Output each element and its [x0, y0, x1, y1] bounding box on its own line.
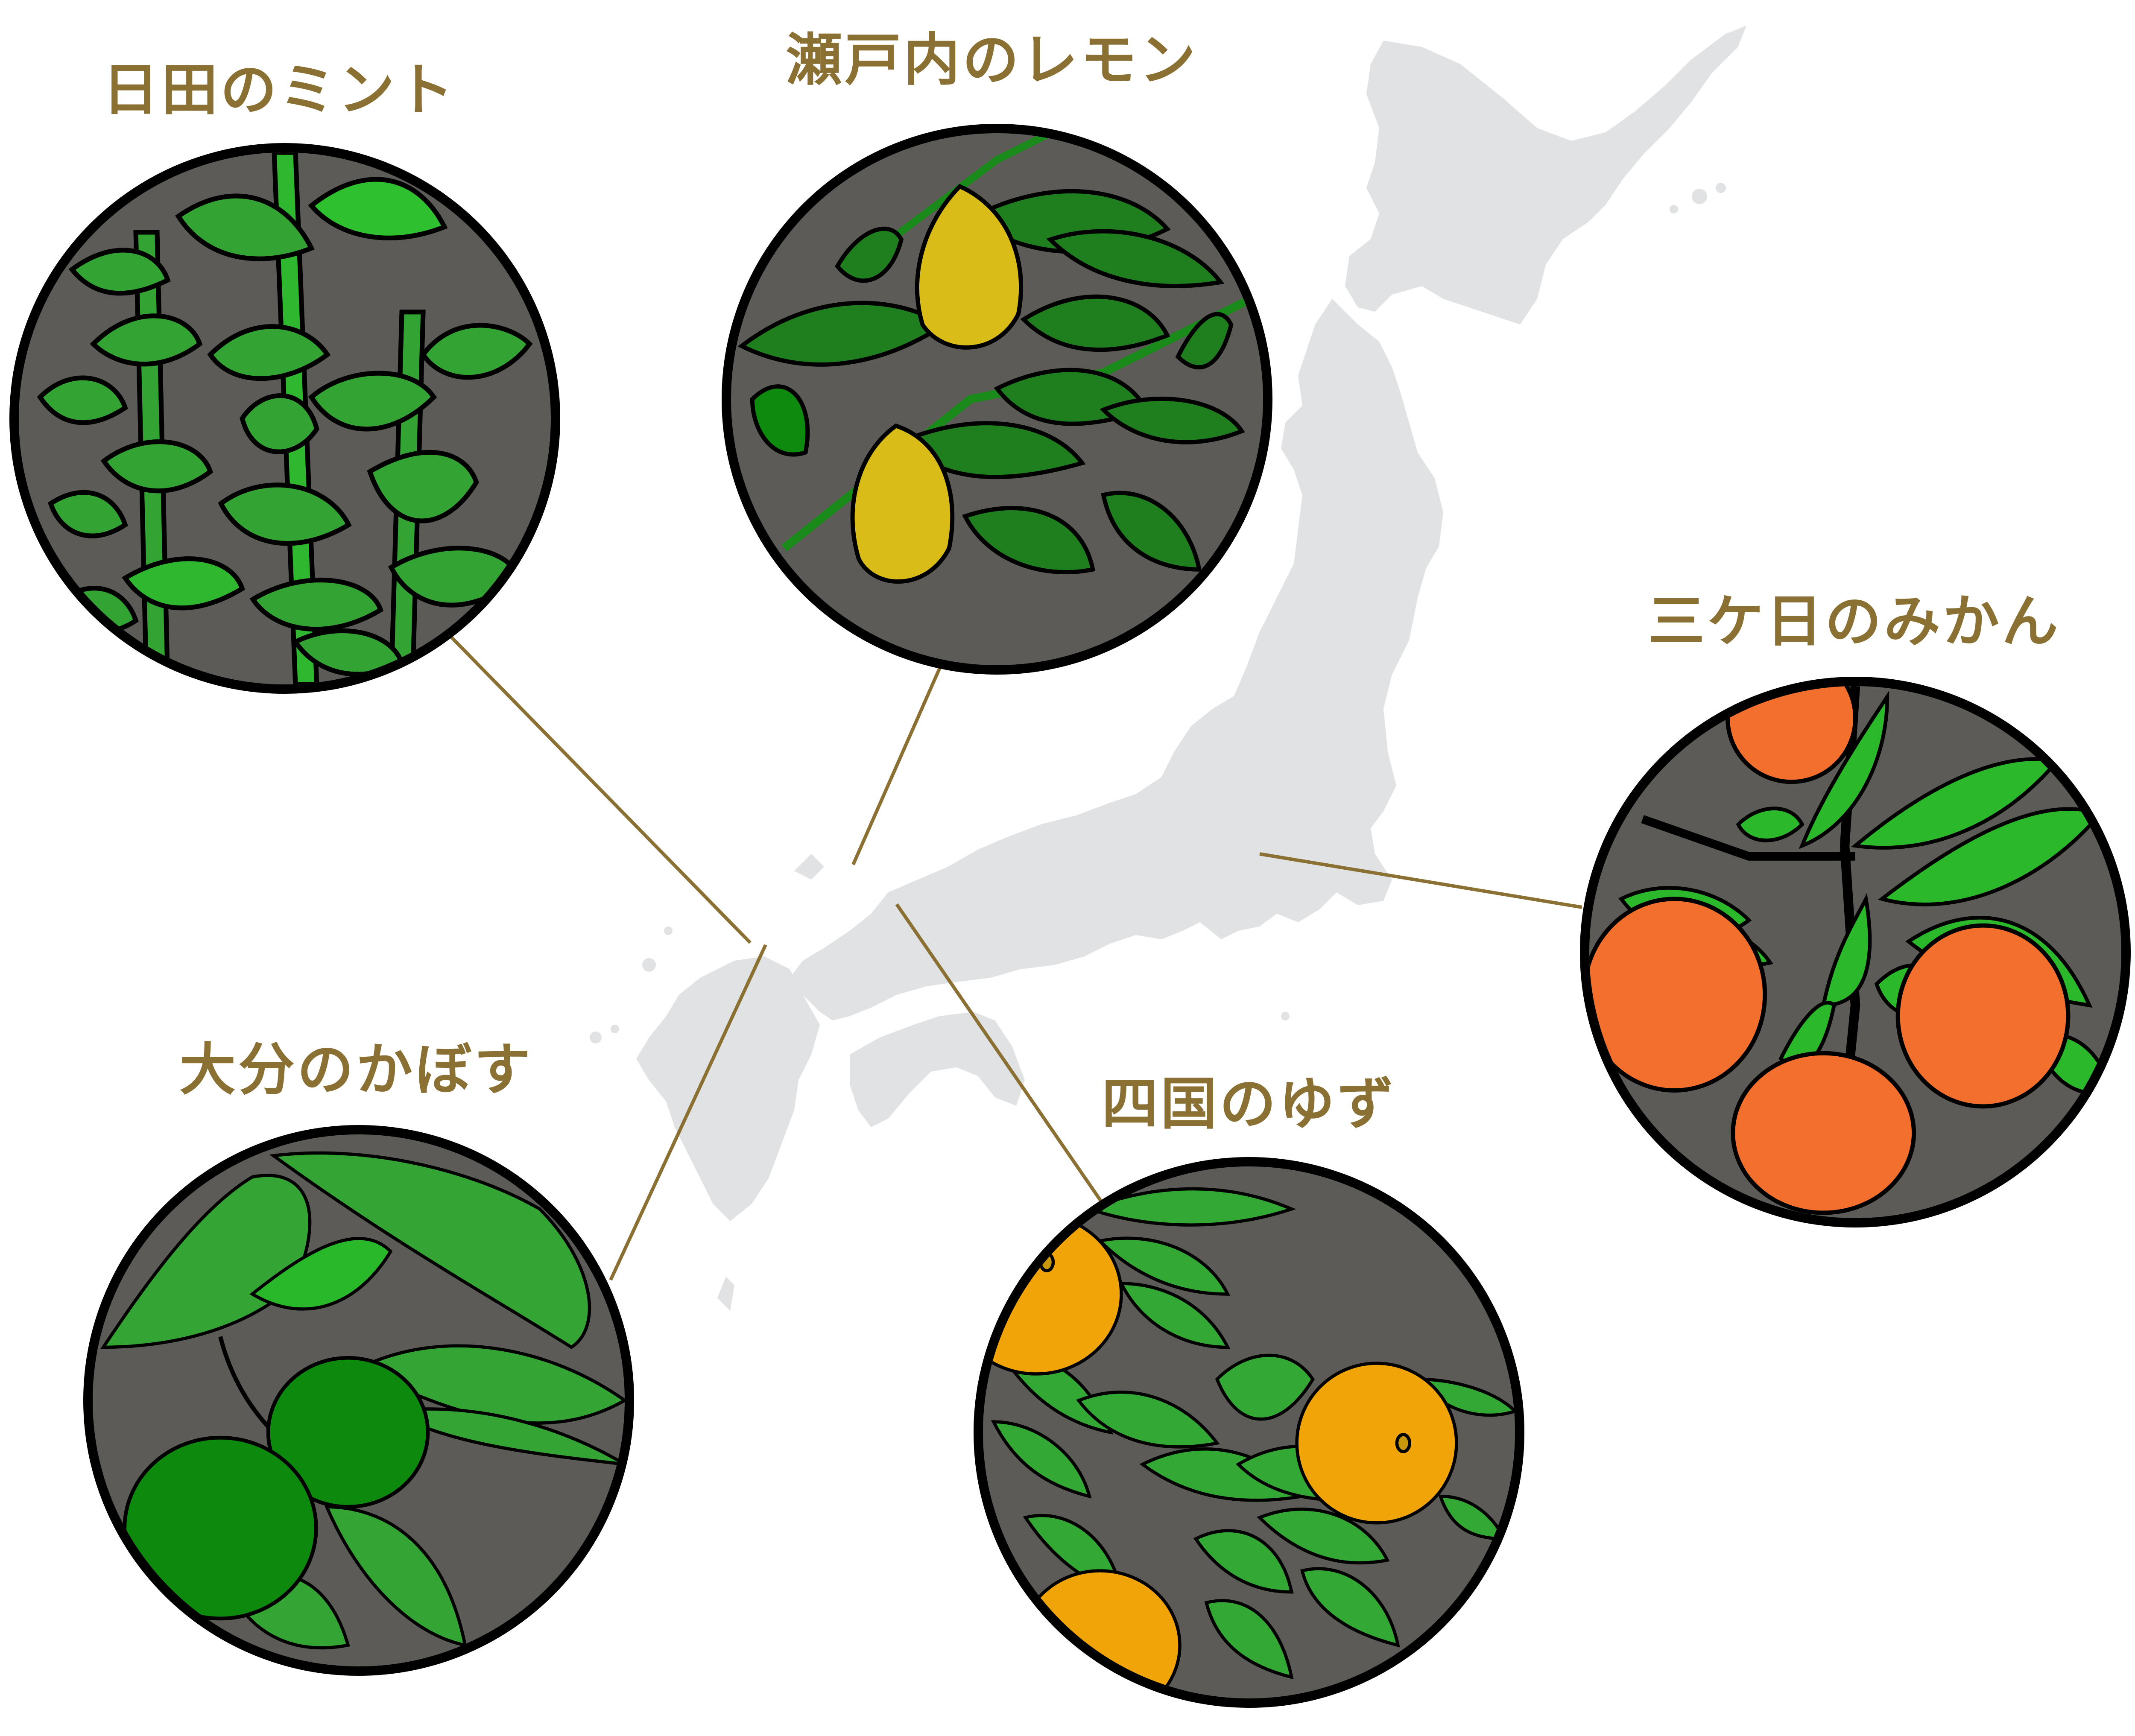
badge-mint [9, 143, 560, 694]
label-mint: 日田のミント [102, 57, 456, 123]
honshu-shape [790, 299, 1443, 1020]
lemon-icon [737, 133, 1263, 584]
label-mikan: 三ケ日のみかん [1648, 588, 2061, 655]
label-lemon: 瀬戸内のレモン [786, 27, 1198, 93]
label-kabosu: 大分のかぼす [179, 1037, 533, 1103]
kabosu-icon [100, 1151, 625, 1650]
shikoku-shape [850, 1012, 1025, 1127]
badge-yuzu [974, 1157, 1524, 1708]
badge-lemon [722, 124, 1272, 675]
mikan-icon [1589, 686, 2113, 1215]
kyushu-shape [636, 956, 820, 1221]
yuzu-icon [983, 1187, 1515, 1698]
hokkaido-shape [1345, 26, 1746, 324]
label-yuzu: 四国のゆず [1102, 1071, 1396, 1137]
badge-mikan [1580, 677, 2131, 1227]
badge-kabosu [83, 1125, 634, 1676]
mint-icon [37, 152, 533, 684]
